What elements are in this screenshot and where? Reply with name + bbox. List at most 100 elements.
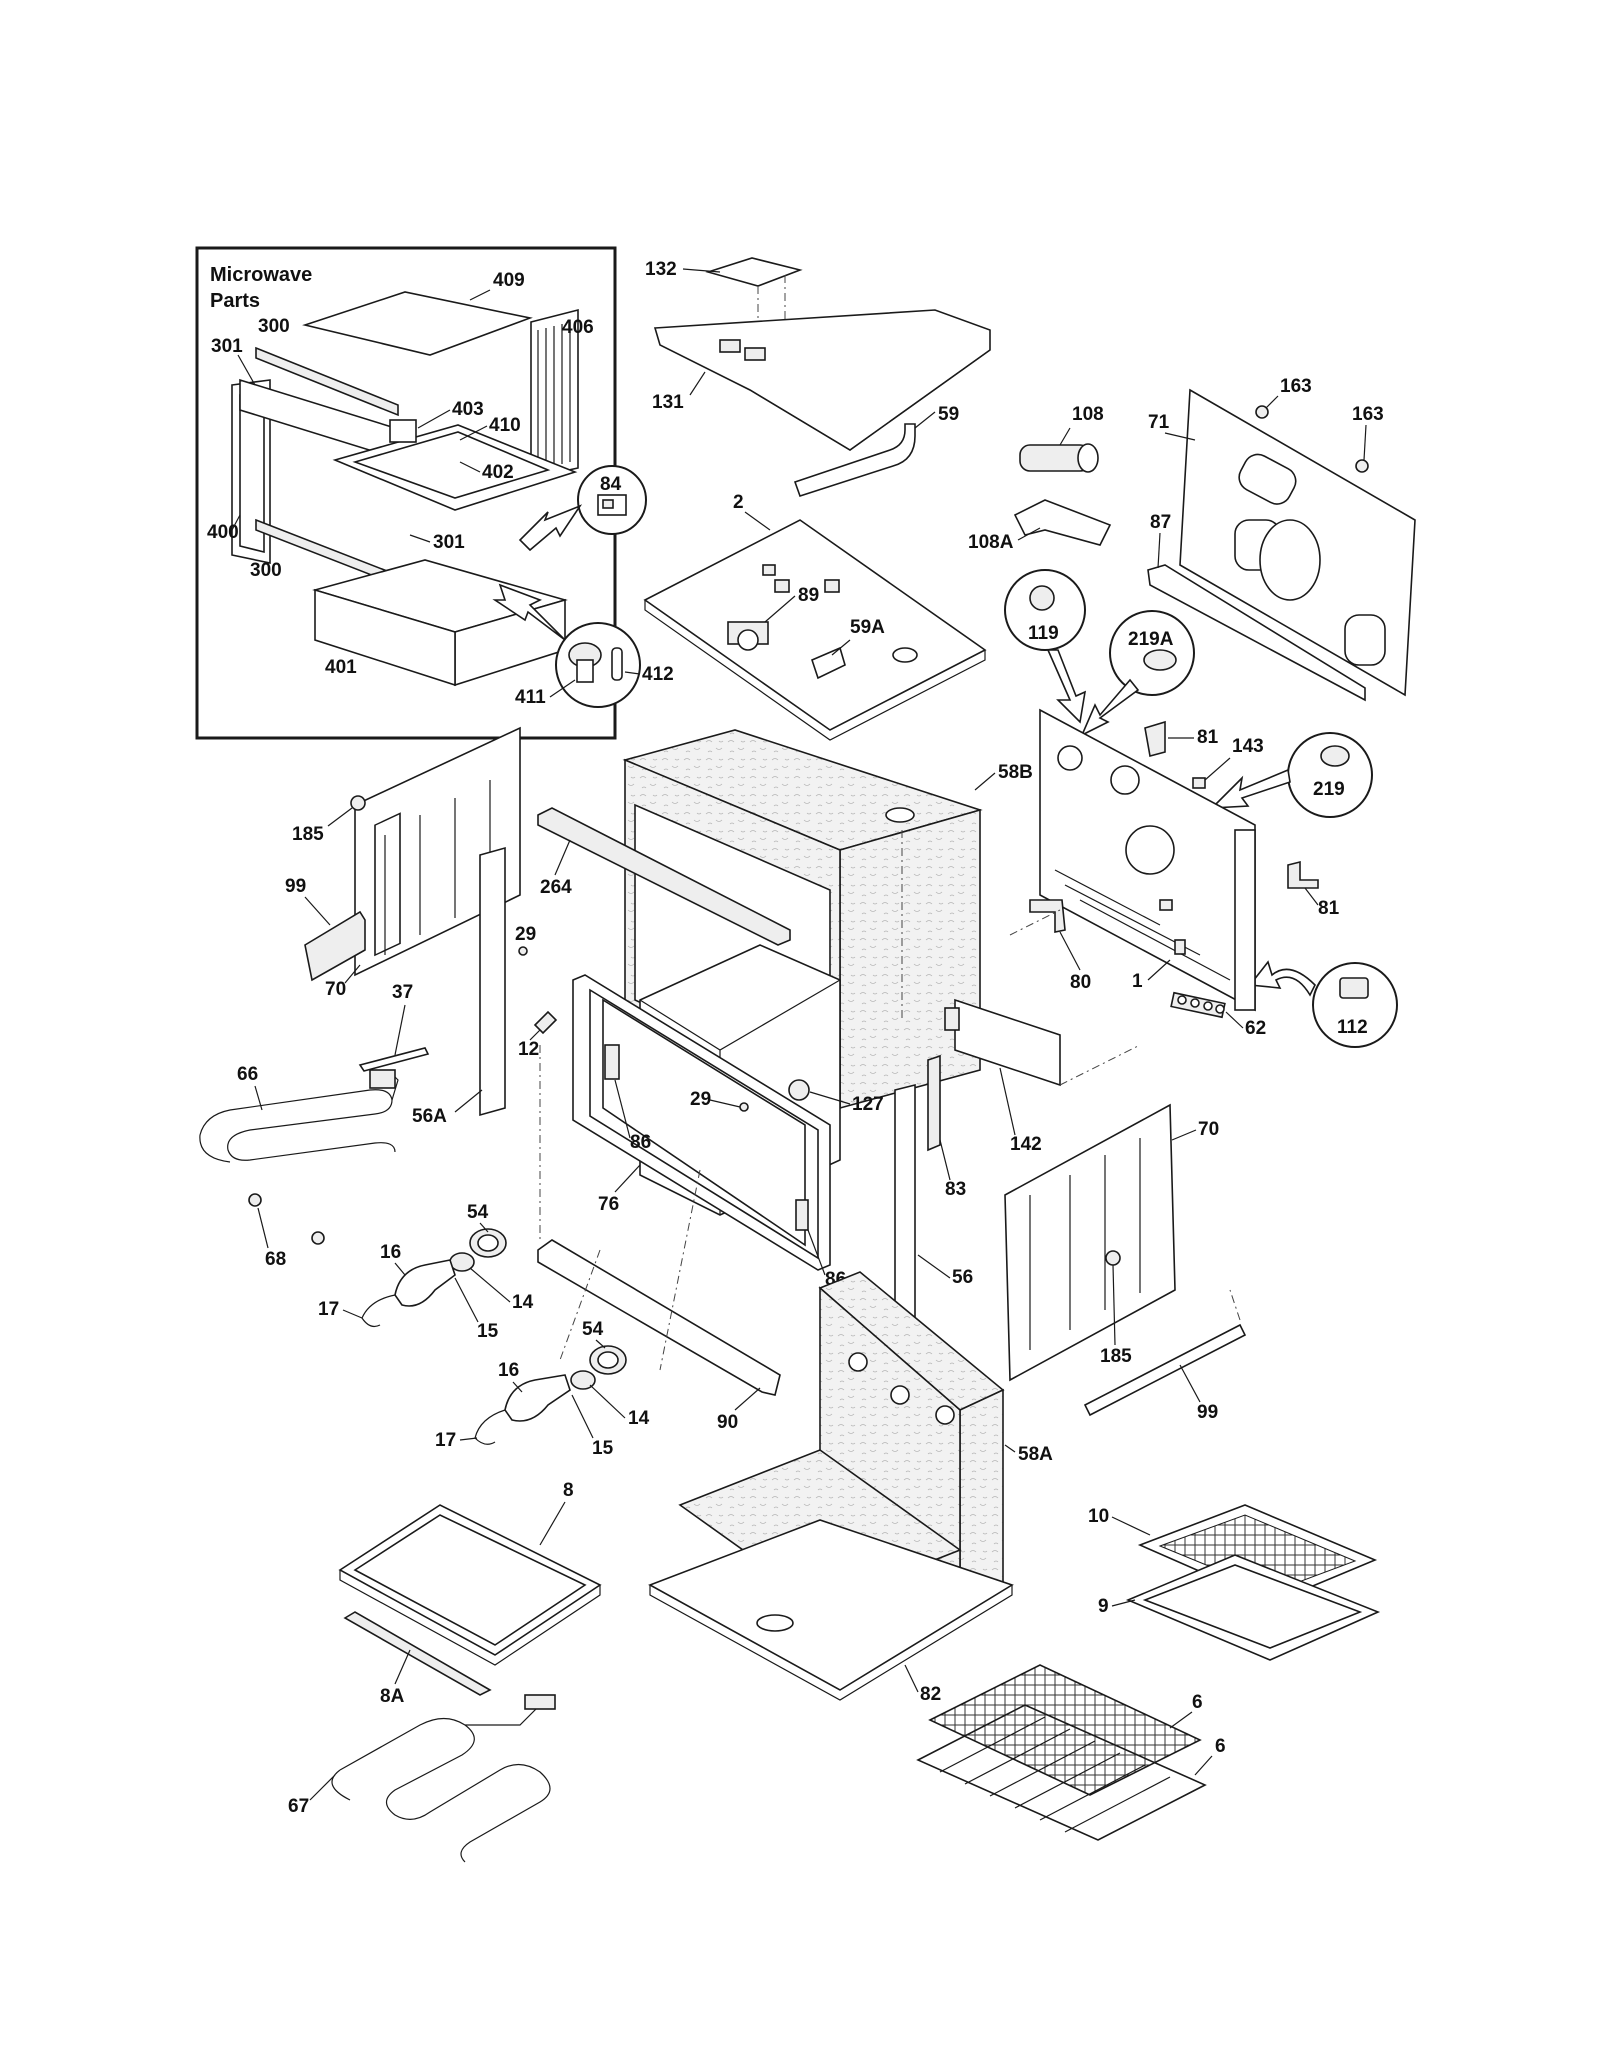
label-300-bottom: 300 — [250, 560, 282, 581]
label-400: 400 — [207, 522, 239, 543]
blower-bracket-108A — [1013, 499, 1112, 546]
label-81-top: 81 — [1197, 727, 1219, 748]
screw-29-a — [518, 946, 528, 956]
broil-pan-grid-10 — [1137, 1504, 1378, 1604]
label-68: 68 — [265, 1249, 286, 1270]
bracket-59A — [811, 646, 846, 680]
nut-163-a — [1255, 405, 1269, 419]
label-2: 2 — [733, 492, 744, 513]
label-82: 82 — [920, 1684, 941, 1705]
screw-68-b — [311, 1231, 325, 1245]
hinge-86-b — [795, 1199, 809, 1231]
rack-support-56A — [479, 846, 506, 1117]
label-15-lower: 15 — [592, 1438, 614, 1459]
callout-arrow-112 — [1248, 960, 1316, 997]
blower-108 — [1019, 443, 1099, 473]
seal-8A — [343, 1611, 492, 1696]
label-83: 83 — [945, 1179, 966, 1200]
bracket-81-bottom — [1287, 860, 1319, 889]
clip-143 — [1192, 777, 1206, 789]
rail-99-left — [304, 910, 366, 982]
microwave-vent-grille — [530, 308, 579, 479]
rail-87 — [1147, 564, 1366, 702]
callout-arrow-219 — [1209, 768, 1291, 809]
rail-99-right — [1083, 1323, 1247, 1417]
hinge-86-a — [604, 1044, 620, 1080]
probe-12 — [533, 1010, 558, 1035]
label-406: 406 — [562, 317, 594, 338]
label-37: 37 — [392, 982, 413, 1003]
lamp-assemblies: 54 16 14 17 15 54 16 14 17 15 90 — [318, 1202, 781, 1459]
label-143: 143 — [1232, 736, 1264, 757]
label-185-right: 185 — [1100, 1346, 1132, 1367]
label-99-right: 99 — [1197, 1402, 1218, 1423]
label-76: 76 — [598, 1194, 619, 1215]
label-56: 56 — [952, 1267, 973, 1288]
label-66: 66 — [237, 1064, 258, 1085]
label-185-left: 185 — [292, 824, 324, 845]
broil-pan-9 — [1125, 1554, 1381, 1661]
callout-arrow-119 — [1046, 649, 1087, 724]
door-gasket-76 — [572, 974, 831, 1271]
right-side-parts: 83 56 70 185 99 — [894, 1054, 1247, 1423]
label-9: 9 — [1098, 1596, 1109, 1617]
label-99-left: 99 — [285, 876, 306, 897]
inset-title-line2: Parts — [210, 290, 260, 312]
top-plate-132 — [705, 257, 803, 287]
label-142: 142 — [1010, 1134, 1042, 1155]
callout-circle-411 — [555, 622, 641, 708]
label-401: 401 — [325, 657, 357, 678]
label-301-top: 301 — [211, 336, 243, 357]
microwave-top-cover — [302, 291, 533, 356]
side-panel-70-right — [1004, 1103, 1176, 1382]
label-70-left: 70 — [325, 979, 346, 1000]
callout-circle-219 — [1287, 732, 1373, 818]
label-29-b: 29 — [690, 1089, 711, 1110]
terminal-block-62 — [1170, 991, 1226, 1019]
label-6-lower: 6 — [1215, 1736, 1226, 1757]
label-119: 119 — [1028, 623, 1059, 644]
label-80: 80 — [1070, 972, 1091, 993]
label-70-right: 70 — [1198, 1119, 1219, 1140]
callout-arrow-411 — [492, 583, 566, 641]
label-14-upper: 14 — [512, 1292, 534, 1313]
label-89: 89 — [798, 585, 819, 606]
label-90: 90 — [717, 1412, 738, 1433]
label-300-top: 300 — [258, 316, 290, 337]
oven-cavity-assembly: 264 29 12 29 127 86 142 76 86 — [515, 729, 1061, 1290]
label-219A: 219A — [1128, 629, 1174, 650]
microwave-base — [312, 559, 568, 687]
label-56A: 56A — [412, 1106, 447, 1127]
label-163-a: 163 — [1280, 376, 1312, 397]
trim-90 — [537, 1239, 781, 1396]
duct-tube-59 — [793, 423, 916, 497]
label-71: 71 — [1148, 412, 1170, 433]
label-131: 131 — [652, 392, 684, 413]
callout-arrow-84 — [518, 504, 583, 552]
label-67: 67 — [288, 1796, 309, 1817]
microwave-parts-inset: Microwave Parts — [195, 246, 674, 740]
screw-68-a — [248, 1193, 262, 1207]
label-412: 412 — [642, 664, 674, 685]
label-62: 62 — [1245, 1018, 1266, 1039]
bracket-81-top — [1144, 720, 1166, 757]
label-17-lower: 17 — [435, 1430, 456, 1451]
rear-panel-71 — [1179, 388, 1416, 697]
oven-rack-6-lower — [916, 1704, 1207, 1841]
label-12: 12 — [518, 1039, 539, 1060]
label-409: 409 — [493, 270, 525, 291]
top-assembly: 132 131 59 2 89 59A 108 108A 71 163 163 … — [643, 257, 1416, 741]
label-402: 402 — [482, 462, 514, 483]
trim-strip-264 — [537, 807, 791, 946]
bake-element-67 — [331, 1694, 556, 1863]
label-17-upper: 17 — [318, 1299, 339, 1320]
label-132: 132 — [645, 259, 677, 280]
label-108A: 108A — [968, 532, 1014, 553]
label-8A: 8A — [380, 1686, 405, 1707]
label-127: 127 — [852, 1094, 884, 1115]
label-16-lower: 16 — [498, 1360, 519, 1381]
label-14-lower: 14 — [628, 1408, 650, 1429]
label-8: 8 — [563, 1480, 574, 1501]
label-58B: 58B — [998, 762, 1033, 783]
label-10: 10 — [1088, 1506, 1109, 1527]
